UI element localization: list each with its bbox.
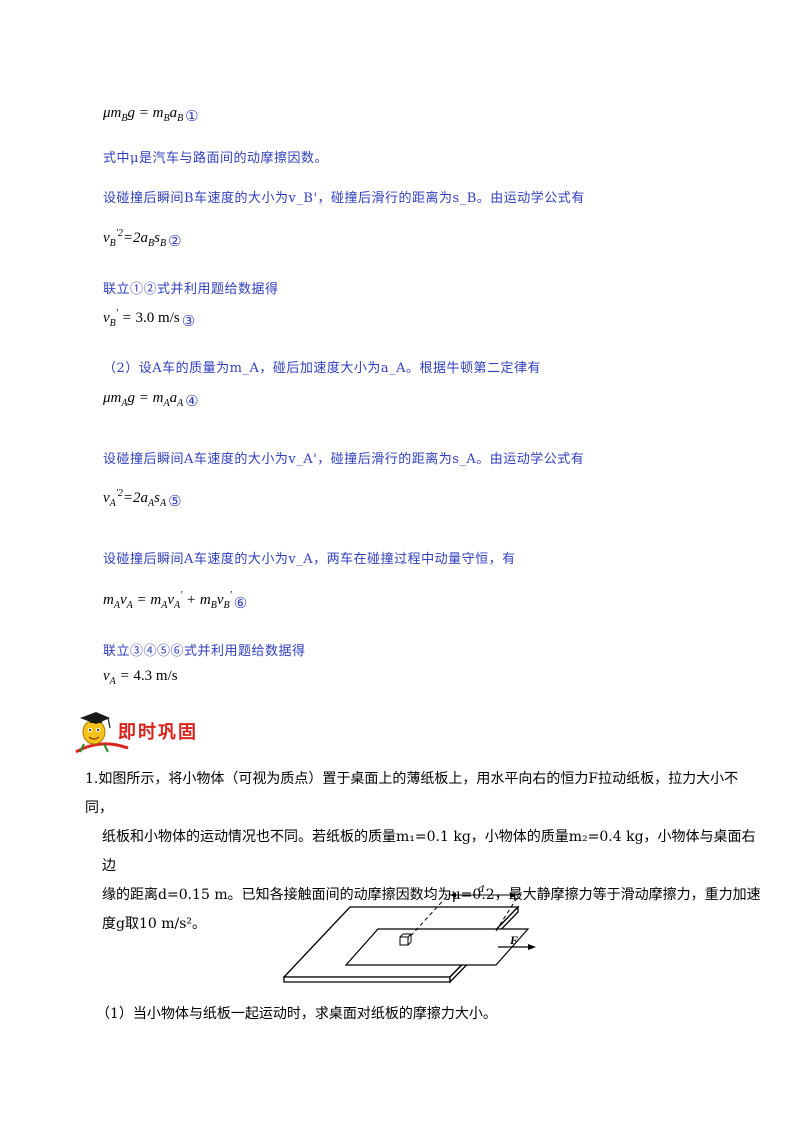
small-object xyxy=(399,936,409,946)
text-line-va-prime: 设碰撞后瞬间A车速度的大小为v_A'，碰撞后滑行的距离为s_A。由运动学公式有 xyxy=(103,452,585,467)
problem-line-4: 度g取10 m/s²。 xyxy=(102,916,207,932)
eq3-value: 3.0 m/s xyxy=(135,310,180,326)
text-line-momentum: 设碰撞后瞬间A车速度的大小为v_A，两车在碰撞过程中动量守恒，有 xyxy=(103,552,516,567)
table-edge xyxy=(283,976,451,983)
section-title: 即时巩固 xyxy=(118,722,198,743)
problem-line-3: 缘的距离d=0.15 m。已知各接触面间的动摩擦因数均为μ=0.2，最大静摩擦力… xyxy=(102,887,761,903)
text-line-mu: 式中μ是汽车与路面间的动摩擦因数。 xyxy=(103,151,328,166)
eq-number-6: ⑥ xyxy=(233,596,248,612)
physics-figure: d F xyxy=(282,885,536,984)
eq-number-2: ② xyxy=(168,234,182,250)
eq-number-4: ④ xyxy=(185,394,199,410)
paper-board xyxy=(344,928,530,966)
label-d: d xyxy=(478,885,485,895)
label-F: F xyxy=(509,933,518,947)
problem-line-1: 1.如图所示，将小物体（可视为质点）置于桌面上的薄纸板上，用水平向右的恒力F拉动… xyxy=(85,765,765,823)
problem-line-2: 纸板和小物体的运动情况也不同。若纸板的质量m₁=0.1 kg，小物体的质量m₂=… xyxy=(102,829,756,874)
equation-6: mAvA = mAvA' + mBvB'⑥ xyxy=(103,590,248,612)
problem-text-1: 如图所示，将小物体（可视为质点）置于桌面上的薄纸板上，用水平向右的恒力F拉动纸板… xyxy=(85,771,739,816)
mascot-icon xyxy=(75,712,129,754)
problem-number: 1. xyxy=(85,771,99,787)
eq-number-5: ⑤ xyxy=(168,494,182,510)
section-heading: 即时巩固 xyxy=(70,708,220,756)
eq7-value: 4.3 m/s xyxy=(133,668,178,684)
dashed-line-object xyxy=(405,892,451,942)
text-line-combine-1: 联立①②式并利用题给数据得 xyxy=(103,282,279,297)
text-line-part2: （2）设A车的质量为m_A，碰后加速度大小为a_A。根据牛顿第二定律有 xyxy=(103,361,542,376)
eq-number-1: ① xyxy=(185,109,199,125)
text-line-combine-2: 联立③④⑤⑥式并利用题给数据得 xyxy=(103,644,306,659)
dashed-line-edge xyxy=(495,892,521,932)
sub-question-1: （1）当小物体与纸板一起运动时，求桌面对纸板的摩擦力大小。 xyxy=(96,1006,497,1022)
equation-7: vA = 4.3 m/s xyxy=(103,668,178,687)
text-line-vb: 设碰撞后瞬间B车速度的大小为v_B'，碰撞后滑行的距离为s_B。由运动学公式有 xyxy=(103,191,585,206)
eq-number-3: ③ xyxy=(181,314,196,330)
problem-1: 1.如图所示，将小物体（可视为质点）置于桌面上的薄纸板上，用水平向右的恒力F拉动… xyxy=(85,765,765,939)
